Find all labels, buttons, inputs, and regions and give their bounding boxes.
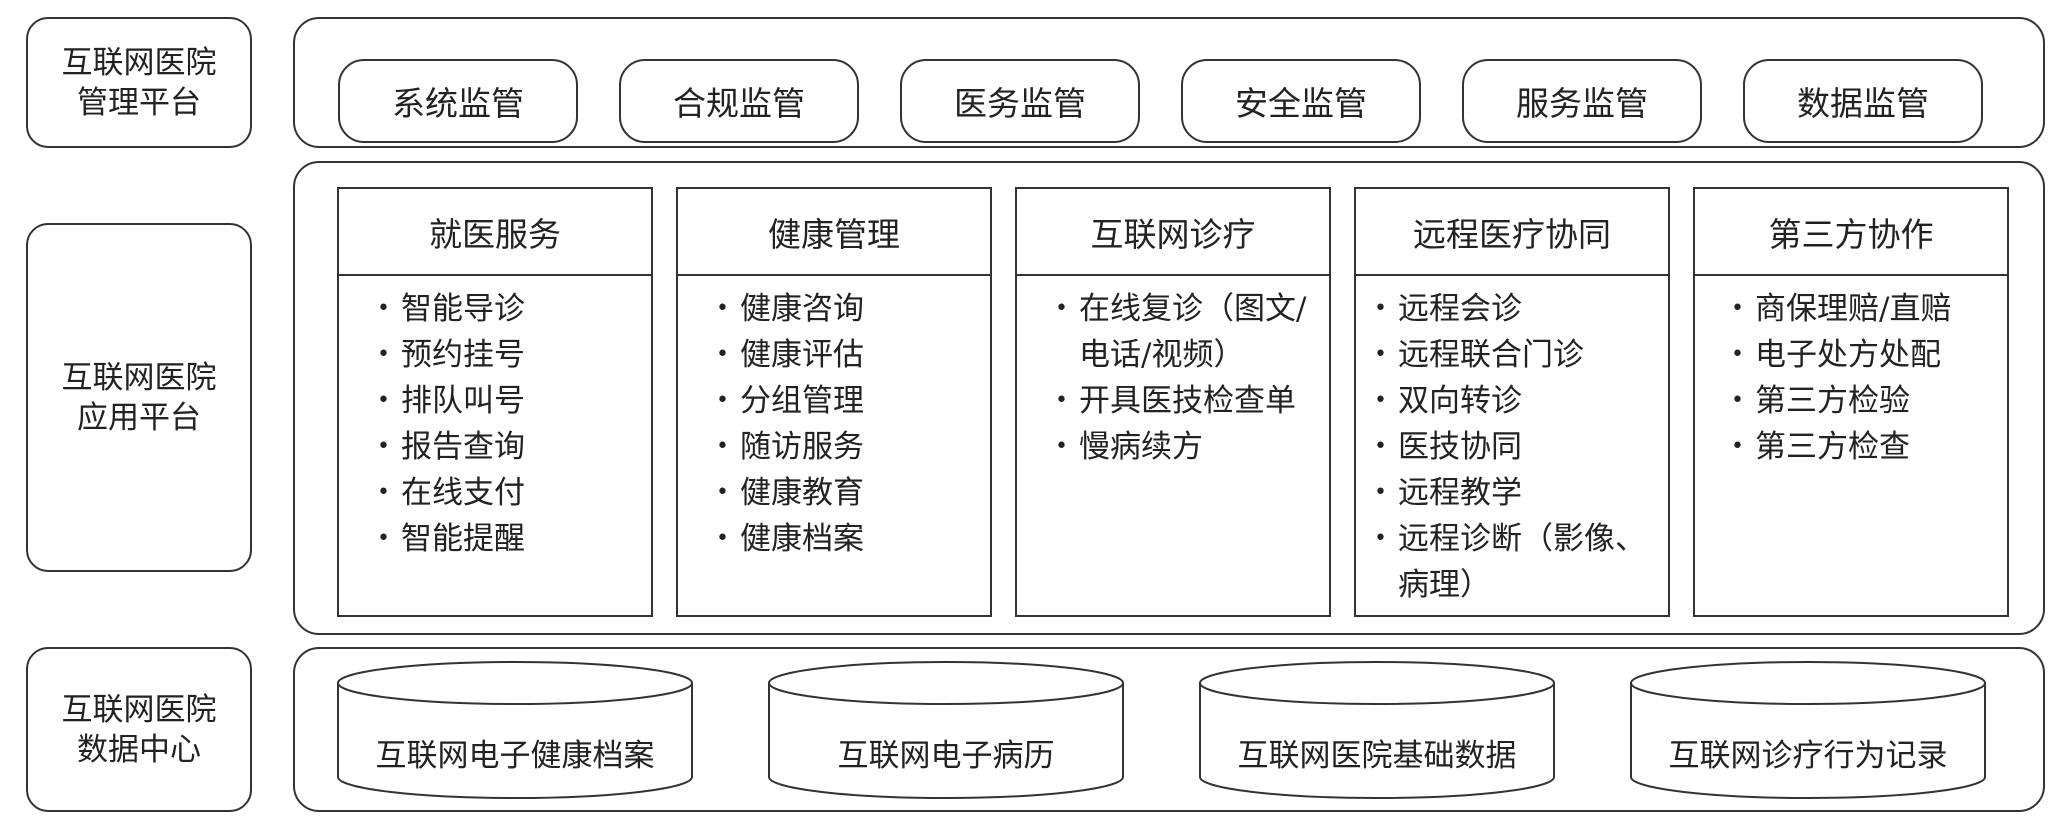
column-title: 第三方协作 (1695, 189, 2007, 276)
list-item: 排队叫号 (377, 378, 651, 424)
column-remote-medical-collaboration: 远程医疗协同 远程会诊 远程联合门诊 双向转诊 医技协同 远程教学 远程诊断（影… (1354, 187, 1670, 617)
data-center-label-line-1: 互联网医院 (61, 691, 217, 728)
datastore-hospital-base-data: 互联网医院基础数据 (1198, 660, 1556, 804)
list-item: 开具医技检查单 (1055, 378, 1315, 424)
list-item: 第三方检查 (1731, 424, 2007, 470)
list-item: 随访服务 (716, 424, 990, 470)
column-title: 健康管理 (678, 189, 990, 276)
management-platform-panel: 系统监管 合规监管 医务监管 安全监管 服务监管 数据监管 (293, 17, 2045, 148)
list-item: 智能导诊 (377, 286, 651, 332)
list-item: 远程会诊 (1374, 286, 1654, 332)
database-cylinder-icon (768, 661, 1124, 799)
list-item: 预约挂号 (377, 332, 651, 378)
application-label-line-2: 应用平台 (77, 399, 201, 436)
column-third-party-collaboration: 第三方协作 商保理赔/直赔 电子处方处配 第三方检验 第三方检查 (1693, 187, 2009, 617)
management-label-line-1: 互联网医院 (61, 44, 217, 81)
list-item: 电子处方处配 (1731, 332, 2007, 378)
list-item: 健康档案 (716, 516, 990, 562)
datastore-label: 互联网电子健康档案 (375, 738, 655, 774)
supervision-compliance: 合规监管 (619, 59, 859, 143)
list-item: 健康咨询 (716, 286, 990, 332)
column-title: 就医服务 (339, 189, 651, 276)
datastore-diagnosis-behavior-records: 互联网诊疗行为记录 (1629, 660, 1987, 804)
supervision-data: 数据监管 (1743, 59, 1983, 143)
management-label-line-2: 管理平台 (77, 84, 201, 121)
supervision-security: 安全监管 (1181, 59, 1421, 143)
supervision-system: 系统监管 (338, 59, 578, 143)
column-internet-diagnosis: 互联网诊疗 在线复诊（图文/电话/视频） 开具医技检查单 慢病续方 (1015, 187, 1331, 617)
datastore-label: 互联网诊疗行为记录 (1668, 738, 1948, 774)
list-item: 健康评估 (716, 332, 990, 378)
list-item: 医技协同 (1374, 424, 1654, 470)
database-cylinder-icon (337, 661, 693, 799)
datastore-label: 互联网医院基础数据 (1237, 738, 1517, 774)
list-item: 在线支付 (377, 470, 651, 516)
supervision-medical-affairs: 医务监管 (900, 59, 1140, 143)
list-item: 远程联合门诊 (1374, 332, 1654, 378)
list-item: 报告查询 (377, 424, 651, 470)
datastore-health-records: 互联网电子健康档案 (336, 660, 694, 804)
list-item: 在线复诊（图文/电话/视频） (1055, 286, 1315, 378)
datastore-medical-records: 互联网电子病历 (767, 660, 1125, 804)
column-title: 远程医疗协同 (1356, 189, 1668, 276)
datastore-label: 互联网电子病历 (837, 738, 1055, 774)
application-label-line-1: 互联网医院 (61, 359, 217, 396)
list-item: 分组管理 (716, 378, 990, 424)
supervision-service: 服务监管 (1462, 59, 1702, 143)
list-item: 慢病续方 (1055, 424, 1315, 470)
management-platform-label: 互联网医院 管理平台 (26, 17, 252, 148)
list-item: 远程诊断（影像、病理） (1374, 516, 1654, 608)
database-cylinder-icon (1199, 661, 1555, 799)
list-item: 双向转诊 (1374, 378, 1654, 424)
list-item: 第三方检验 (1731, 378, 2007, 424)
list-item: 健康教育 (716, 470, 990, 516)
data-center-label: 互联网医院 数据中心 (26, 647, 252, 812)
column-health-management: 健康管理 健康咨询 健康评估 分组管理 随访服务 健康教育 健康档案 (676, 187, 992, 617)
column-title: 互联网诊疗 (1017, 189, 1329, 276)
data-center-label-line-2: 数据中心 (77, 731, 201, 768)
list-item: 远程教学 (1374, 470, 1654, 516)
list-item: 商保理赔/直赔 (1731, 286, 2007, 332)
database-cylinder-icon (1630, 661, 1986, 799)
column-medical-services: 就医服务 智能导诊 预约挂号 排队叫号 报告查询 在线支付 智能提醒 (337, 187, 653, 617)
list-item: 智能提醒 (377, 516, 651, 562)
application-platform-label: 互联网医院 应用平台 (26, 223, 252, 572)
